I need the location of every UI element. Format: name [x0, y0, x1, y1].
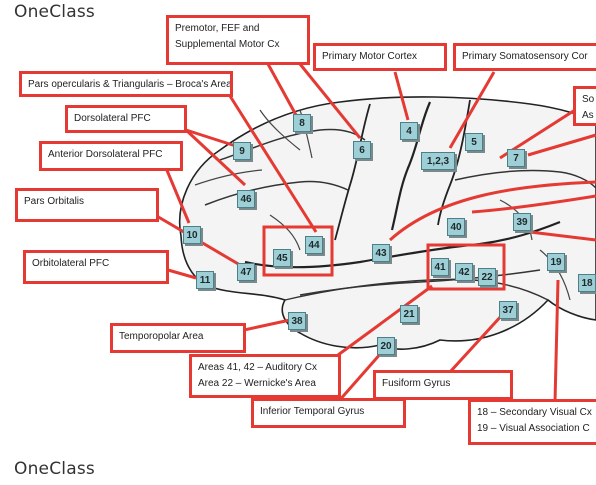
arrow-visual-19: [553, 279, 560, 403]
callout-broca: Pars opercularis & Triangularis – Broca'…: [19, 71, 233, 97]
callout-premotor-line-1: Premotor, FEF and: [175, 23, 260, 34]
area-badge-46: 46: [237, 190, 255, 208]
brain-outline: [178, 96, 596, 350]
arrow-somassoc-7: [527, 133, 596, 157]
callout-visual: 18 – Secondary Visual Cx 19 – Visual Ass…: [468, 399, 596, 445]
auditory-area-box: [426, 243, 506, 291]
area-badge-44: 44: [305, 236, 323, 254]
callout-inferior-temporal: Inferior Temporal Gyrus: [251, 398, 406, 428]
area-badge-7: 7: [507, 149, 525, 167]
area-badge-39: 39: [513, 213, 531, 231]
callout-somassoc-line-1: So: [582, 94, 595, 105]
callout-temporopolar: Temporopolar Area: [110, 323, 246, 353]
intraparietal-sulcus: [454, 169, 596, 189]
callout-somassoc-line-2: As: [582, 109, 594, 121]
callout-primary-somatosensory: Primary Somatosensory Cor: [453, 43, 596, 71]
arrow-fusiform-37: [448, 312, 505, 374]
callout-orbitolateral: Orbitolateral PFC: [23, 250, 169, 284]
area-badge-38: 38: [288, 312, 306, 330]
callout-auditory-line-2: Area 22 – Wernicke's Area: [198, 377, 316, 389]
arrow-supramarginal-40: [471, 194, 596, 214]
arrow-auditory-box: [337, 284, 433, 357]
area-badge-41: 41: [431, 258, 449, 276]
area-badge-5: 5: [465, 133, 483, 151]
area-badge-18: 18: [578, 274, 596, 292]
area-badge-45: 45: [273, 249, 291, 267]
arrow-temporopolar-38: [243, 318, 291, 332]
postcentral-sulcus: [437, 99, 471, 226]
precentral-sulcus: [334, 103, 371, 241]
area-badge-21: 21: [400, 305, 418, 323]
callout-dorsolateral: Dorsolateral PFC: [65, 105, 187, 133]
arrow-orbitolat-11: [167, 268, 197, 280]
callout-auditory-line-1: Areas 41, 42 – Auditory Cx: [198, 362, 317, 373]
area-badge-4: 4: [400, 122, 418, 140]
oneclass-logo-top: OneClass: [14, 2, 95, 22]
area-badge-6: 6: [353, 141, 371, 159]
frontal-gyri-line-2: [259, 109, 301, 151]
arrow-motor-4: [393, 71, 410, 121]
area-badge-19: 19: [547, 253, 565, 271]
arrow-inftemp-20: [336, 351, 384, 403]
frontal-gyri-line-1: [194, 169, 263, 186]
area-badge-11: 11: [196, 271, 214, 289]
callout-premotor: Premotor, FEF and Supplemental Motor Cx: [166, 15, 310, 65]
area-badge-42: 42: [455, 263, 473, 281]
callout-pars-orbitalis: Pars Orbitalis: [15, 188, 159, 222]
arrow-premotor-6: [298, 63, 362, 139]
area-badge-1-2-3: 1,2,3: [421, 152, 455, 170]
oneclass-logo-bottom: OneClass: [14, 459, 95, 479]
area-badge-43: 43: [372, 244, 390, 262]
callout-visual-line-2: 19 – Visual Association C: [477, 422, 590, 434]
inferior-frontal-sulcus: [204, 180, 349, 206]
lateral-fissure: [244, 220, 561, 269]
arrow-premotor-8: [266, 63, 298, 116]
callout-fusiform: Fusiform Gyrus: [373, 370, 513, 400]
arrow-angular-43: [388, 180, 596, 242]
area-badge-47: 47: [237, 263, 255, 281]
area-badge-40: 40: [447, 218, 465, 236]
arrow-antdl-10: [164, 167, 191, 224]
frontal-gyri-line-4: [269, 214, 301, 251]
area-badge-22: 22: [478, 268, 496, 286]
arrow-dorsolateral-9: [185, 128, 243, 150]
callout-premotor-line-2: Supplemental Motor Cx: [175, 38, 280, 50]
arrow-dorsolateral-46: [184, 128, 247, 187]
callout-primary-motor: Primary Motor Cortex: [313, 43, 447, 71]
occipital-line: [539, 249, 571, 301]
callout-anterior-dorsolateral: Anterior Dorsolateral PFC: [39, 141, 183, 171]
area-badge-10: 10: [183, 226, 201, 244]
callout-visual-line-1: 18 – Secondary Visual Cx: [477, 407, 592, 418]
area-badge-9: 9: [233, 142, 251, 160]
arrow-somato-123: [448, 71, 496, 149]
arrow-broca-box: [228, 95, 318, 233]
broca-area-box: [262, 225, 334, 277]
area-badge-37: 37: [499, 301, 517, 319]
frontal-gyri-line-3: [299, 109, 313, 159]
area-badge-8: 8: [293, 114, 311, 132]
callout-somatosensory-assoc: So As: [573, 86, 596, 126]
callout-auditory-wernicke: Areas 41, 42 – Auditory Cx Area 22 – Wer…: [189, 354, 341, 398]
central-sulcus: [390, 101, 432, 231]
arrow-visual-39: [529, 230, 596, 242]
area-badge-20: 20: [377, 337, 395, 355]
temporal-lobe-edge: [284, 278, 549, 301]
